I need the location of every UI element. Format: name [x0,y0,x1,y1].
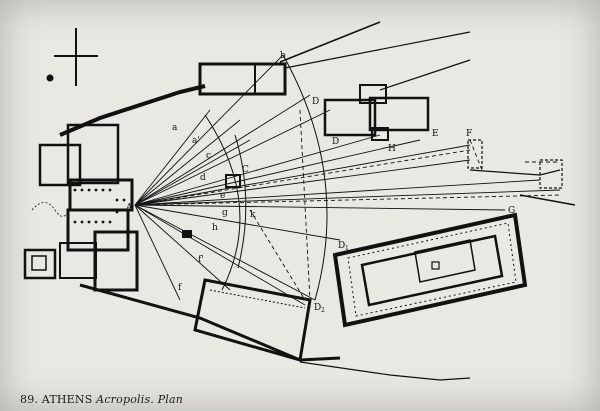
label-D: D [312,97,319,107]
circuit-walls [59,21,576,381]
label-D1: D [338,241,345,251]
dashed-structures [467,139,563,189]
label-E: E [432,129,439,139]
label-f-prime: f' [198,255,204,265]
propylaia [23,123,139,292]
dashed-sight-lines [134,109,561,301]
label-f: f [178,283,182,293]
label-e: e [220,191,225,201]
shrine [225,174,241,188]
label-a-prime: a' [192,136,200,146]
label-A: A [125,203,133,213]
approach-ramp [31,202,71,217]
label-c: c [206,151,211,161]
label-b: b [280,51,286,61]
north-cross-icon [54,28,98,86]
label-D1-sub: 1 [345,245,349,252]
north-building [198,62,287,96]
label-d: d [200,173,206,183]
sight-arcs [204,54,328,301]
label-g: g [222,208,228,218]
south-building [193,278,312,362]
label-D2: D [314,303,321,313]
label-D-small: D [332,137,339,147]
caption-subject: Acropolis. Plan [96,393,184,406]
label-a: a [172,123,178,133]
label-C: C [242,165,249,175]
small-base [182,230,192,238]
propylaia-columns [73,188,126,224]
caption-place: ATHENS [41,393,93,406]
north-dot-icon [46,74,54,82]
label-D2-sub: 2 [321,307,325,314]
caption-number: 89. [20,393,39,406]
label-H: H [388,144,396,154]
sight-lines [134,54,561,306]
label-G: G [508,206,515,216]
slide-caption: 89. ATHENS Acropolis. Plan [20,393,183,406]
label-h: h [212,223,218,233]
erechtheion [323,84,430,141]
label-F: F [466,129,472,139]
parthenon [332,212,528,328]
label-k: k [250,210,256,220]
